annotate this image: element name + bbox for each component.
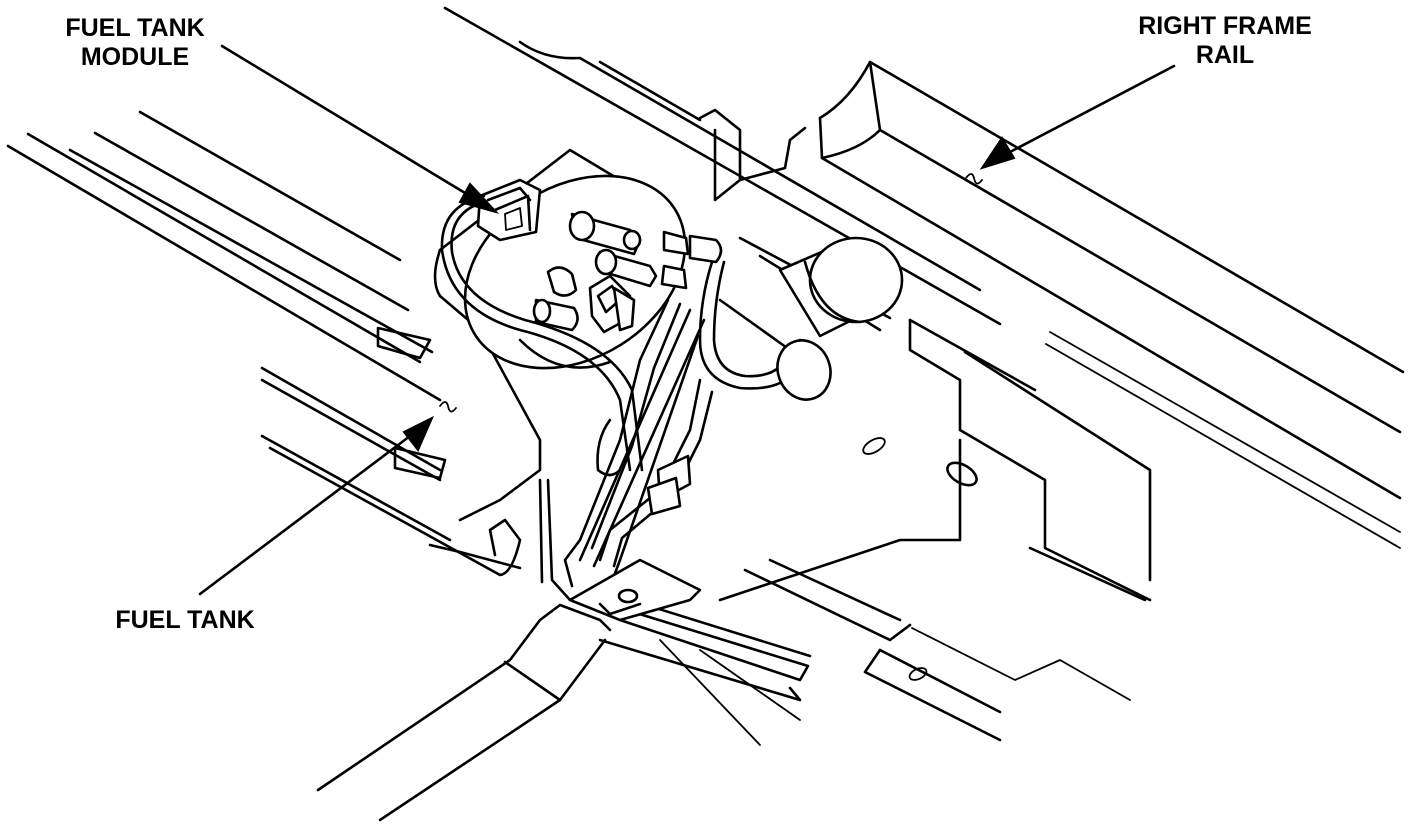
electrical-connector (440, 178, 644, 472)
arrow-head-rail (979, 136, 1016, 170)
arrow-head-module (458, 182, 500, 214)
tilde-tank (439, 401, 457, 413)
arrow-head-tank (402, 415, 435, 452)
fuel-filter (603, 236, 904, 602)
label-module-line1: FUEL TANK (65, 14, 205, 42)
mounting-bracket (568, 558, 702, 622)
label-tank-text: FUEL TANK (115, 606, 255, 634)
leader-arrows (198, 44, 1176, 596)
label-fuel-tank-module: FUEL TANK MODULE (55, 14, 215, 72)
label-right-frame-rail: RIGHT FRAME RAIL (1120, 12, 1330, 70)
label-fuel-tank: FUEL TANK (100, 606, 270, 635)
fuel-fittings (532, 210, 723, 334)
label-rail-line2: RAIL (1195, 41, 1255, 69)
floor-pan (316, 478, 812, 822)
crossmember (443, 6, 1152, 742)
right-frame-rail (818, 60, 1405, 549)
tilde-rail (965, 173, 983, 185)
label-module-line2: MODULE (80, 43, 190, 71)
label-rail-line1: RIGHT FRAME (1138, 12, 1312, 40)
